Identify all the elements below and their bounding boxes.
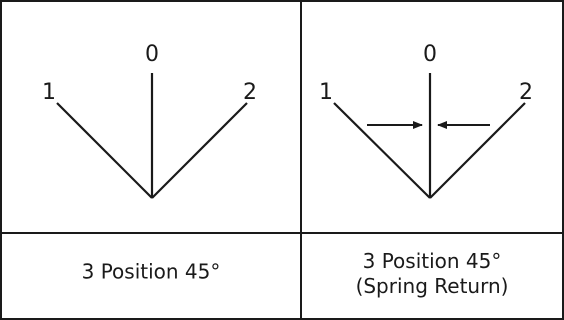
position-line-1 [56, 102, 153, 199]
position-line-1 [333, 102, 431, 199]
position-line-2 [151, 102, 248, 199]
position-label-2: 2 [243, 80, 257, 105]
position-label-1: 1 [319, 80, 333, 105]
caption-line: (Spring Return) [355, 274, 509, 298]
position-line-2 [429, 102, 526, 199]
position-label-2: 2 [519, 80, 533, 105]
position-label-1: 1 [42, 80, 56, 105]
caption-line: 3 Position 45° [362, 249, 502, 273]
position-diagram-right [333, 73, 526, 199]
caption-left: 3 Position 45° [82, 260, 221, 285]
position-diagram-left [56, 73, 248, 199]
position-label-0: 0 [423, 42, 437, 67]
position-label-0: 0 [145, 42, 159, 67]
caption-line: 3 Position 45° [81, 259, 221, 284]
caption-right: 3 Position 45° (Spring Return) [356, 249, 509, 299]
